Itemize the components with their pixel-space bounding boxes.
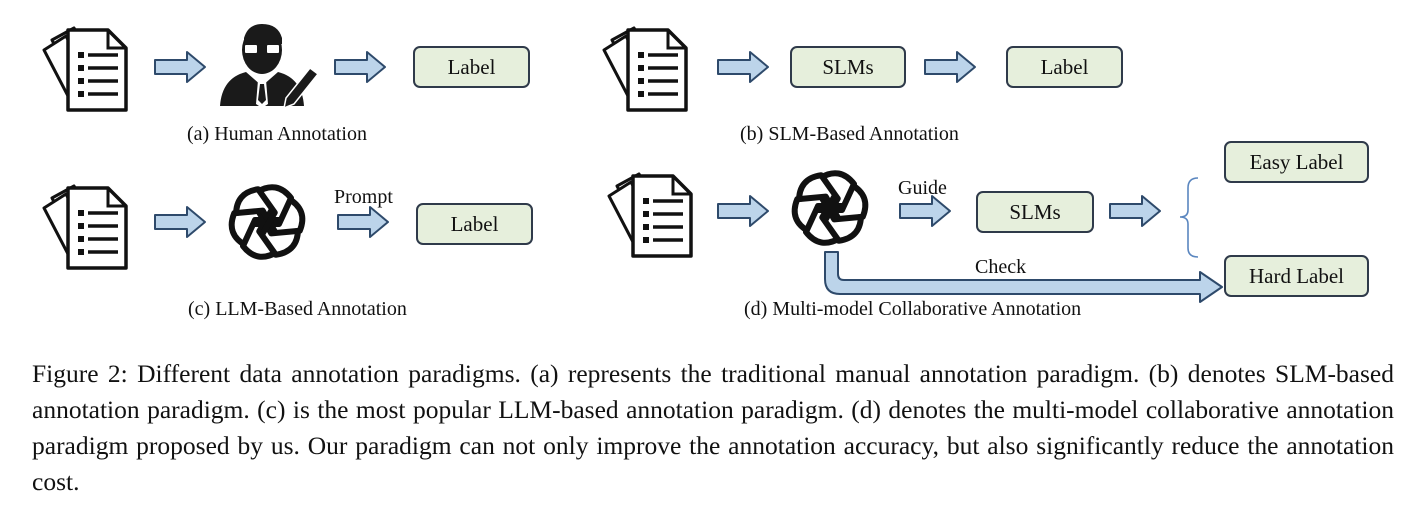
arrow-b1 bbox=[717, 51, 769, 83]
hard-label-box: Hard Label bbox=[1224, 255, 1369, 297]
arrow-d1 bbox=[717, 195, 769, 227]
arrow-d3 bbox=[1109, 195, 1161, 227]
slms-box-b: SLMs bbox=[790, 46, 906, 88]
split-bracket bbox=[1179, 177, 1199, 258]
arrow-a1 bbox=[154, 51, 206, 83]
arrow-a2 bbox=[334, 51, 386, 83]
check-arrow bbox=[824, 251, 1223, 303]
panel-b-caption: (b) SLM-Based Annotation bbox=[740, 123, 959, 145]
annotator-person-icon bbox=[220, 24, 320, 110]
label-box-c: Label bbox=[416, 203, 533, 245]
openai-logo-icon bbox=[788, 170, 872, 246]
label-box-a: Label bbox=[413, 46, 530, 88]
slms-box-d: SLMs bbox=[976, 191, 1094, 233]
easy-label-box: Easy Label bbox=[1224, 141, 1369, 183]
guide-edge-label: Guide bbox=[898, 177, 947, 199]
arrow-c2 bbox=[337, 206, 389, 238]
document-stack-icon bbox=[42, 26, 128, 112]
arrow-d2 bbox=[899, 195, 951, 227]
check-edge-label: Check bbox=[975, 256, 1027, 278]
panel-d-caption: (d) Multi-model Collaborative Annotation bbox=[744, 298, 1082, 320]
panel-c-caption: (c) LLM-Based Annotation bbox=[188, 298, 407, 320]
arrow-c1 bbox=[154, 206, 206, 238]
openai-logo-icon bbox=[225, 184, 309, 260]
document-stack-icon bbox=[42, 184, 128, 270]
arrow-b2 bbox=[924, 51, 976, 83]
figure-caption: Figure 2: Different data annotation para… bbox=[32, 359, 1394, 496]
document-stack-icon bbox=[602, 26, 688, 112]
prompt-edge-label: Prompt bbox=[334, 186, 393, 208]
document-stack-icon bbox=[607, 172, 693, 258]
label-box-b: Label bbox=[1006, 46, 1123, 88]
panel-a-caption: (a) Human Annotation bbox=[187, 123, 367, 145]
